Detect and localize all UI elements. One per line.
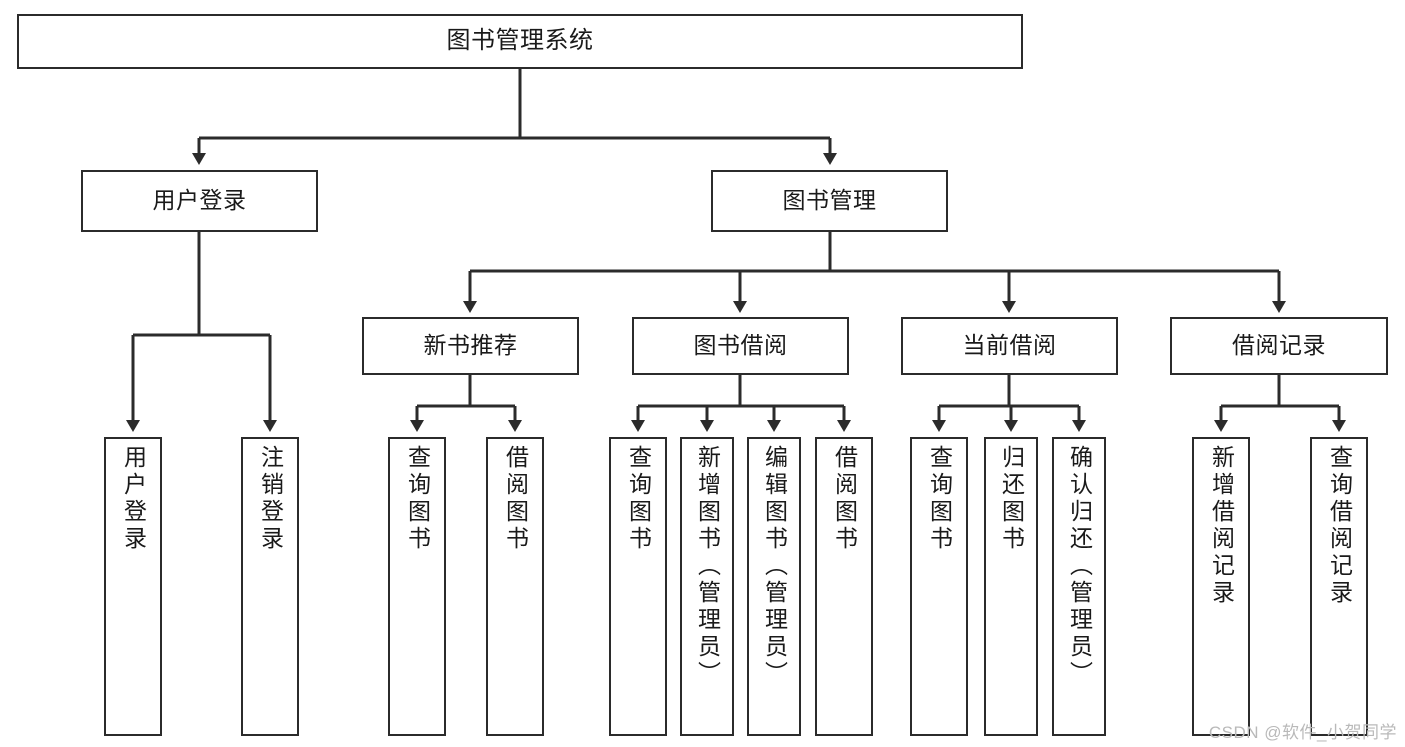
node-leaf-query-book-borrow[interactable]: 查询图书	[609, 437, 667, 736]
node-leaf-borrow-book-label: 借阅图书	[831, 445, 858, 553]
node-leaf-query-book-cur[interactable]: 查询图书	[910, 437, 968, 736]
node-book-manage[interactable]: 图书管理	[711, 170, 948, 232]
node-leaf-edit-book[interactable]: 编辑图书（管理员）	[747, 437, 801, 736]
node-leaf-logout-label: 注销登录	[257, 445, 284, 553]
node-root[interactable]: 图书管理系统	[17, 14, 1023, 69]
node-new-book-rec-label: 新书推荐	[423, 332, 518, 359]
node-leaf-borrow-book-rec-label: 借阅图书	[502, 445, 529, 553]
node-borrow-record[interactable]: 借阅记录	[1170, 317, 1388, 375]
node-leaf-return-book[interactable]: 归还图书	[984, 437, 1038, 736]
node-book-borrow-label: 图书借阅	[693, 332, 788, 359]
node-leaf-confirm-return[interactable]: 确认归还（管理员）	[1052, 437, 1106, 736]
node-leaf-borrow-book-rec[interactable]: 借阅图书	[486, 437, 544, 736]
node-leaf-query-record-label: 查询借阅记录	[1326, 445, 1353, 607]
node-leaf-confirm-return-label: 确认归还（管理员）	[1066, 445, 1093, 688]
node-leaf-return-book-label: 归还图书	[998, 445, 1025, 553]
node-leaf-edit-book-label: 编辑图书（管理员）	[761, 445, 788, 688]
node-book-manage-label: 图书管理	[782, 187, 877, 214]
node-leaf-add-record-label: 新增借阅记录	[1208, 445, 1235, 607]
node-leaf-logout[interactable]: 注销登录	[241, 437, 299, 736]
node-leaf-query-record[interactable]: 查询借阅记录	[1310, 437, 1368, 736]
node-leaf-query-book-rec-label: 查询图书	[404, 445, 431, 553]
node-current-borrow[interactable]: 当前借阅	[901, 317, 1118, 375]
node-leaf-add-book-label: 新增图书（管理员）	[694, 445, 721, 688]
node-current-borrow-label: 当前借阅	[962, 332, 1057, 359]
node-book-borrow[interactable]: 图书借阅	[632, 317, 849, 375]
node-leaf-query-book-cur-label: 查询图书	[926, 445, 953, 553]
node-leaf-user-login-label: 用户登录	[120, 445, 147, 553]
node-borrow-record-label: 借阅记录	[1232, 332, 1326, 359]
node-leaf-add-record[interactable]: 新增借阅记录	[1192, 437, 1250, 736]
node-new-book-rec[interactable]: 新书推荐	[362, 317, 579, 375]
node-leaf-borrow-book[interactable]: 借阅图书	[815, 437, 873, 736]
node-leaf-query-book-rec[interactable]: 查询图书	[388, 437, 446, 736]
node-user-login[interactable]: 用户登录	[81, 170, 318, 232]
node-root-label: 图书管理系统	[446, 27, 594, 55]
node-leaf-user-login[interactable]: 用户登录	[104, 437, 162, 736]
node-user-login-label: 用户登录	[152, 187, 247, 214]
node-leaf-add-book[interactable]: 新增图书（管理员）	[680, 437, 734, 736]
node-leaf-query-book-borrow-label: 查询图书	[625, 445, 652, 553]
